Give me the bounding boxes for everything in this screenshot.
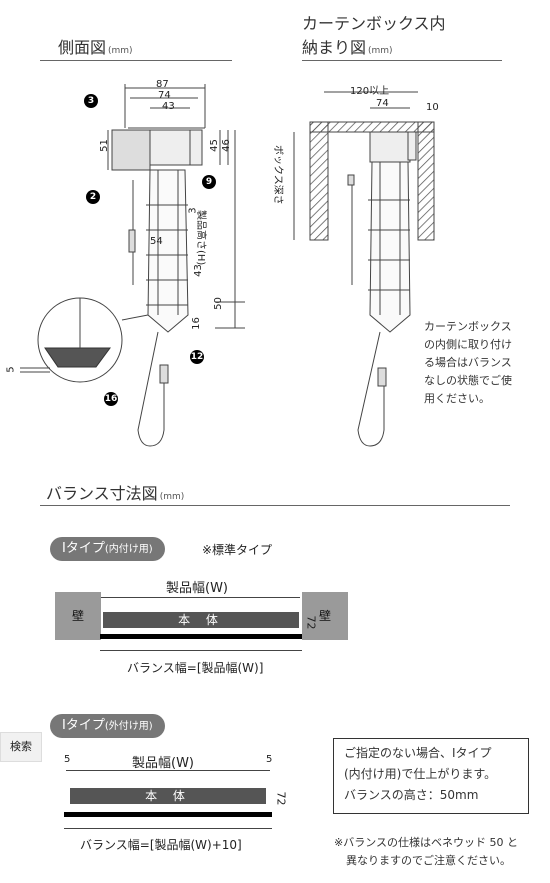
- dim-74: 74: [158, 90, 171, 101]
- outer-height-72: 72: [274, 791, 288, 806]
- inner-product-width: 製品幅(W): [166, 581, 228, 596]
- badge-outer-type: Iタイプ(外付け用): [50, 714, 165, 738]
- inner-width-line: [100, 597, 300, 598]
- outer-right-gap: 5: [266, 754, 273, 765]
- outer-valance-bar: [64, 812, 272, 817]
- side-view-rule: [40, 60, 232, 61]
- box-view-note: カーテンボックス の内側に取り付け る場合はバランス なしの状態でご使 用くださ…: [424, 320, 512, 405]
- standard-type-note: ※標準タイプ: [202, 543, 273, 557]
- box-view-rule: [302, 60, 502, 61]
- side-view-title: 側面図(mm): [58, 38, 133, 57]
- box-view-drawing: [293, 91, 435, 447]
- box-dim-10: 10: [426, 102, 439, 113]
- search-tab[interactable]: 検索: [0, 732, 42, 762]
- inner-valance-bar: [100, 634, 302, 639]
- callout-2: 2: [86, 190, 100, 204]
- box-depth-label: ボックス深さ: [272, 145, 283, 205]
- product-height-label: 製品高さ(H): [195, 210, 206, 266]
- box-dim-74: 74: [376, 98, 389, 109]
- callout-12: 12: [190, 350, 204, 364]
- outer-body-bar: 本 体: [70, 788, 266, 804]
- valance-title: バランス寸法図(mm): [46, 484, 185, 503]
- outer-left-gap: 5: [64, 754, 71, 765]
- dim-5: 5: [5, 366, 17, 373]
- dim-43b: 43: [192, 264, 204, 277]
- dim-50: 50: [212, 297, 224, 310]
- outer-valance-width: バランス幅=[製品幅(W)+10]: [80, 838, 242, 852]
- inner-valance-width-line: [100, 650, 302, 651]
- side-view-drawing: [20, 84, 245, 447]
- default-type-note-box: ご指定のない場合、Iタイプ (内付け用)で仕上がります。 バランスの高さ：50m…: [333, 738, 529, 814]
- inner-body-bar: 本 体: [103, 612, 299, 628]
- inner-wall-left: 壁: [55, 592, 101, 640]
- outer-valance-width-line: [64, 828, 272, 829]
- dim-46: 46: [220, 139, 232, 152]
- dim-87: 87: [156, 79, 169, 90]
- inner-wall-right: 壁: [302, 592, 348, 640]
- dim-51: 51: [98, 139, 110, 152]
- outer-width-line: [66, 770, 270, 771]
- dim-45: 45: [208, 139, 220, 152]
- callout-3: 3: [84, 94, 98, 108]
- inner-height-72: 72: [304, 615, 318, 630]
- outer-product-width: 製品幅(W): [132, 756, 194, 771]
- box-dim-120: 120以上: [350, 86, 390, 97]
- dim-43: 43: [162, 101, 175, 112]
- valance-footnote: ※バランスの仕様はベネウッド 50 と 異なりますのでご注意ください。: [334, 836, 518, 867]
- callout-16: 16: [104, 392, 118, 406]
- dim-16: 16: [190, 317, 202, 330]
- inner-valance-width: バランス幅=[製品幅(W)]: [127, 661, 264, 675]
- dim-54: 54: [150, 236, 163, 247]
- box-view-title: カーテンボックス内 納まり図(mm): [302, 14, 446, 57]
- valance-rule: [40, 505, 510, 506]
- callout-9: 9: [202, 175, 216, 189]
- badge-inner-type: Iタイプ(内付け用): [50, 537, 165, 561]
